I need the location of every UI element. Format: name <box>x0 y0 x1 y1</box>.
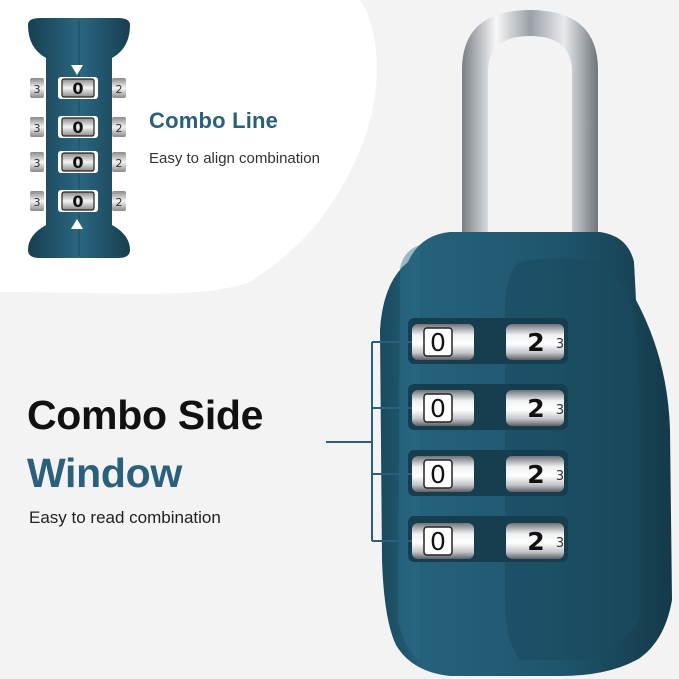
combo-line-wheel: 3 0 2 <box>30 190 126 212</box>
side-window-title-line1: Combo Side <box>27 392 264 438</box>
side-window-subtitle: Easy to read combination <box>29 508 221 527</box>
side-window-title-line2: Window <box>27 450 182 496</box>
wheel-digit-left: 0 <box>430 394 446 423</box>
wheel-digit-left: 0 <box>430 460 446 489</box>
triangle-down-icon <box>71 65 83 75</box>
combo-line-title: Combo Line <box>149 108 279 133</box>
wheel-digit-edge: 3 <box>556 337 564 352</box>
wheel-digit-right: 2 <box>527 394 544 423</box>
wheel-digit-center: 0 <box>72 79 83 98</box>
combo-line-subtitle: Easy to align combination <box>149 150 320 167</box>
wheel-digit-right: 2 <box>116 83 123 96</box>
wheel-digit-edge: 3 <box>556 403 564 418</box>
wheel-digit-center: 0 <box>72 153 83 172</box>
wheel-digit-right: 2 <box>527 328 544 357</box>
wheel-digit-edge: 3 <box>556 536 564 551</box>
triangle-up-icon <box>71 219 83 229</box>
wheel-digit-right: 2 <box>116 196 123 209</box>
combo-line-wheel: 3 0 2 <box>30 77 126 99</box>
combo-line-lock-closeup: 3 0 2 3 0 2 3 0 2 3 0 2 <box>28 18 130 258</box>
wheel-digit-right: 2 <box>527 527 544 556</box>
wheel-digit-left: 0 <box>430 527 446 556</box>
combo-line-wheel: 3 0 2 <box>30 151 126 173</box>
wheel-digit-left: 3 <box>34 196 41 209</box>
combo-line-wheel: 3 0 2 <box>30 116 126 138</box>
wheel-digit-left: 3 <box>34 157 41 170</box>
callout-bracket <box>326 341 418 542</box>
wheel-digit-right: 2 <box>116 122 123 135</box>
wheel-digit-right: 2 <box>527 460 544 489</box>
wheel-digit-edge: 3 <box>556 469 564 484</box>
wheel-digit-left: 3 <box>34 122 41 135</box>
wheel-digit-center: 0 <box>72 192 83 211</box>
wheel-digit-left: 3 <box>34 83 41 96</box>
wheel-digit-right: 2 <box>116 157 123 170</box>
wheel-digit-center: 0 <box>72 118 83 137</box>
wheel-digit-left: 0 <box>430 328 446 357</box>
